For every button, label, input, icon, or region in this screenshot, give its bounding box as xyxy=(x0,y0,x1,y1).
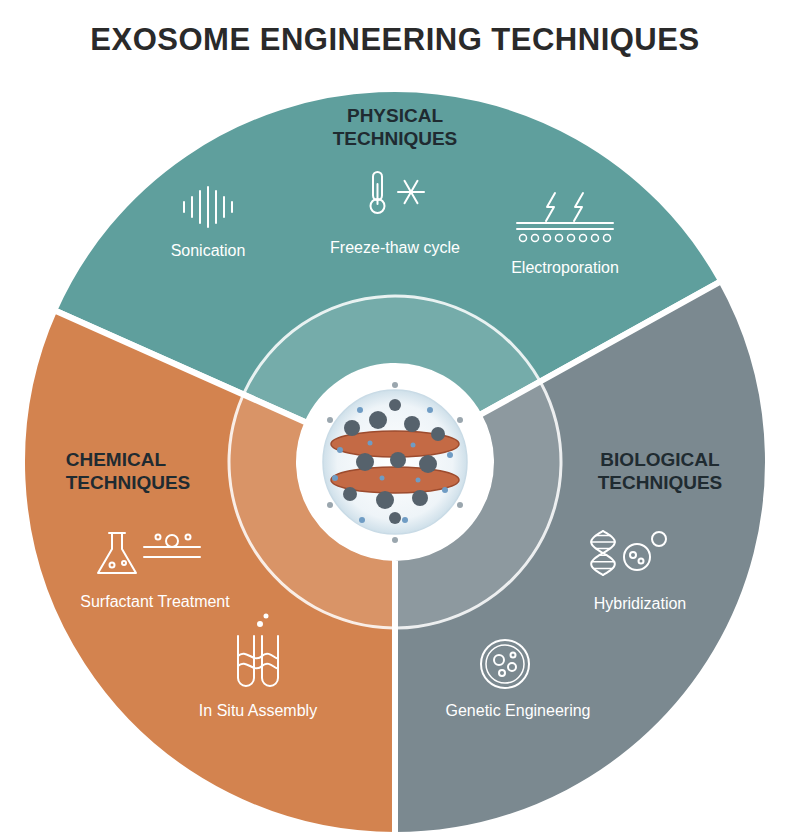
sector-heading: CHEMICAL TECHNIQUES xyxy=(66,449,191,495)
inner-ring xyxy=(244,296,539,421)
technique-label: In Situ Assembly xyxy=(199,702,317,720)
dish-icon xyxy=(481,640,529,688)
outer-dots xyxy=(327,382,463,543)
sector-heading: BIOLOGICAL TECHNIQUES xyxy=(598,449,723,495)
sector-heading: PHYSICAL TECHNIQUES xyxy=(333,105,458,151)
ring-line xyxy=(228,395,394,629)
inner-ring xyxy=(396,383,561,628)
exosome-membrane xyxy=(323,390,467,534)
technique-label: Freeze-thaw cycle xyxy=(330,239,460,257)
ring-line xyxy=(243,295,541,394)
dna-icon xyxy=(591,531,666,575)
cargo-dots xyxy=(332,407,453,523)
sector-shape xyxy=(391,277,772,839)
technique-sector: CHEMICAL TECHNIQUES Surfactant TreatmentI… xyxy=(18,306,400,839)
inner-ring xyxy=(229,396,394,628)
tubes-icon xyxy=(238,615,278,687)
ring-line xyxy=(397,382,563,629)
technique-sector: BIOLOGICAL TECHNIQUES HybridizationGeneti… xyxy=(391,277,772,839)
technique-label: Electroporation xyxy=(511,259,619,277)
technique-label: Surfactant Treatment xyxy=(80,593,229,611)
flask-icon xyxy=(98,533,200,573)
technique-label: Sonication xyxy=(171,242,246,260)
freeze-icon xyxy=(371,172,425,213)
technique-label: Hybridization xyxy=(594,595,686,613)
sector-fill xyxy=(395,281,768,835)
sector-shape xyxy=(18,306,400,839)
sonic-icon xyxy=(184,187,232,227)
diagram-title: EXOSOME ENGINEERING TECHNIQUES xyxy=(0,22,790,58)
sector-fill xyxy=(22,310,395,835)
cargo-spheres xyxy=(343,399,445,524)
electro-icon xyxy=(517,193,613,242)
technique-label: Genetic Engineering xyxy=(446,702,591,720)
